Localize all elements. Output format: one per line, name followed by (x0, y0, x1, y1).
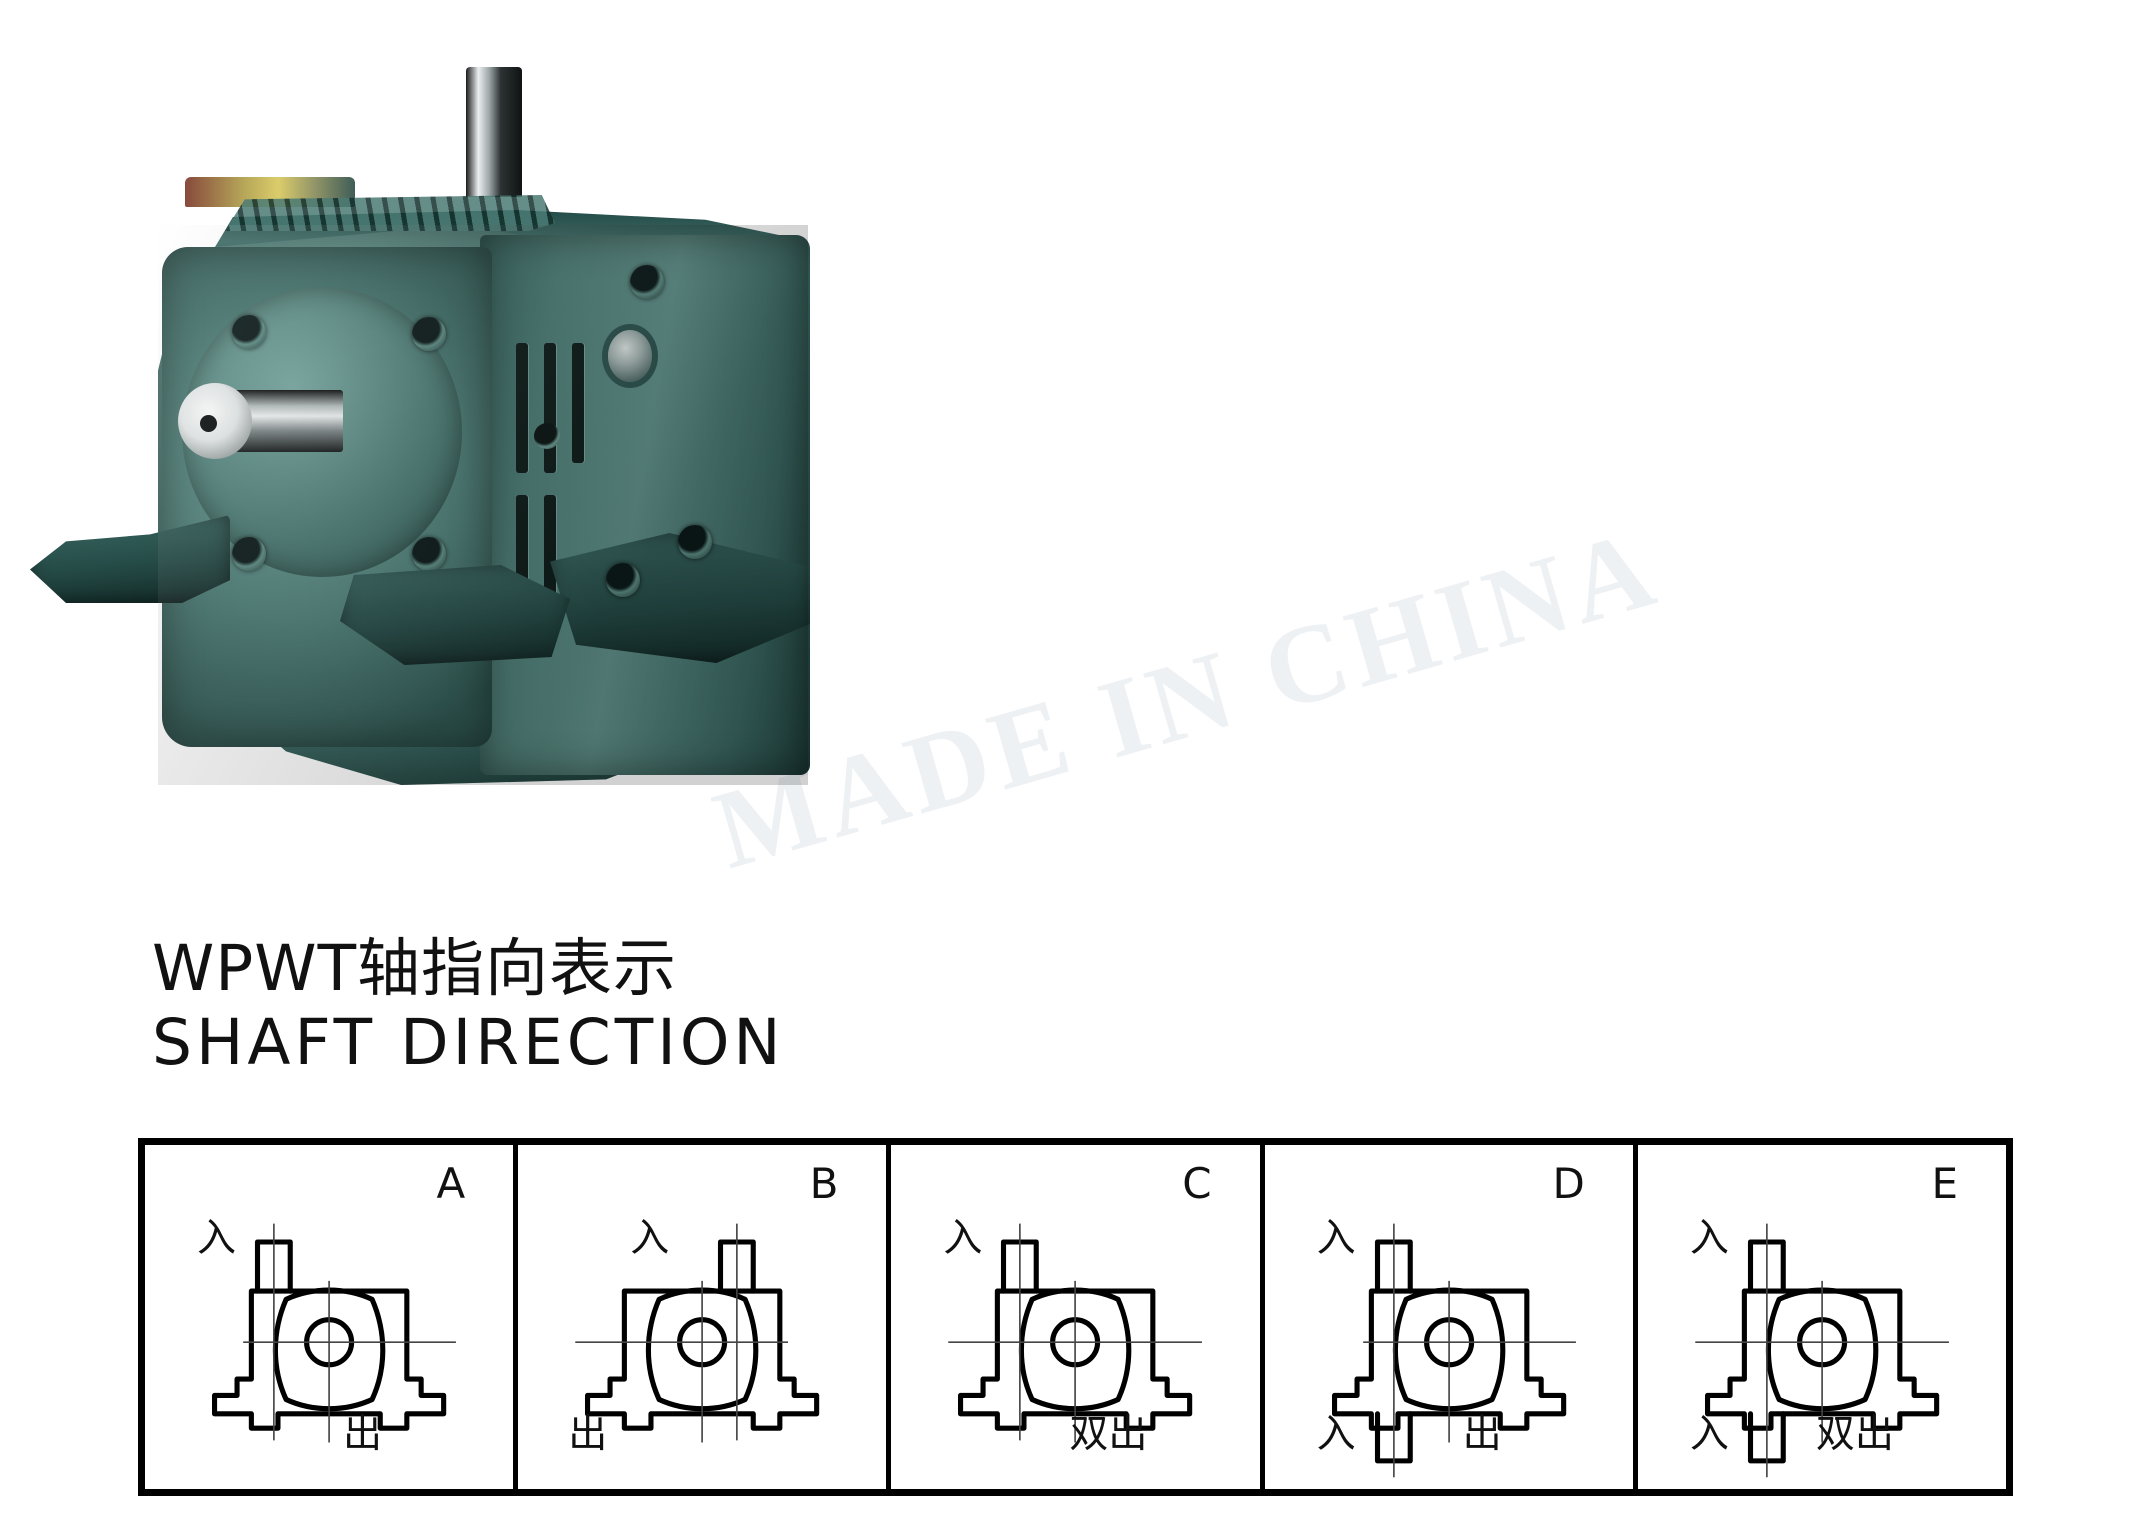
input-label-bottom: 入 (1689, 1412, 1729, 1457)
foot-bolt-icon (606, 563, 640, 597)
flange-bolt-icon (412, 537, 446, 571)
flange-bolt-icon (412, 317, 446, 351)
input-shaft-vertical (466, 67, 522, 197)
shaft-direction-cell-a[interactable]: A 入出 (145, 1145, 519, 1489)
gearbox-side-face (480, 235, 810, 775)
heading-chinese: WPWT轴指向表示 (152, 932, 678, 1005)
oil-sight-port (608, 330, 652, 382)
input-label-top: 入 (1689, 1216, 1729, 1261)
input-label-top: 入 (1316, 1216, 1356, 1261)
gearbox-outline-drawing-c (948, 1223, 1203, 1443)
foot-bolt-icon (678, 525, 712, 559)
output-label: 出 (343, 1412, 383, 1457)
cell-letter-e: E (1931, 1159, 1959, 1208)
housing-slot (544, 343, 556, 473)
output-label: 出 (568, 1412, 608, 1457)
input-label-bottom: 入 (1316, 1412, 1356, 1457)
output-label: 双出 (1069, 1412, 1148, 1457)
section-heading: WPWT轴指向表示 SHAFT DIRECTION (152, 932, 785, 1080)
output-shaft-center-hole (200, 415, 217, 432)
housing-slot (516, 343, 528, 473)
housing-slot (544, 495, 556, 605)
watermark-text: MADE IN CHINA (701, 505, 1673, 893)
input-label-top: 入 (943, 1216, 983, 1261)
shaft-direction-cell-b[interactable]: B 入出 (518, 1145, 892, 1489)
product-photo-panel: MADE IN CHINA (10, 25, 1673, 895)
input-label-top: 入 (630, 1216, 670, 1261)
gearbox-outline-drawing-a (211, 1223, 456, 1443)
gearbox-outline-drawing-b (575, 1223, 820, 1443)
output-label: 双出 (1815, 1412, 1894, 1457)
housing-slot (572, 343, 584, 463)
output-label: 出 (1462, 1412, 1502, 1457)
cell-letter-b: B (809, 1159, 839, 1208)
heading-english: SHAFT DIRECTION (152, 1006, 785, 1080)
cell-letter-d: D (1552, 1159, 1585, 1208)
wpwt-worm-gear-reducer-photo: MADE IN CHINA (10, 25, 1672, 895)
gearbox-outline-drawing-e (1695, 1223, 1949, 1478)
input-label-top: 入 (197, 1216, 237, 1261)
flange-bolt-icon (232, 315, 266, 349)
gearbox-outline-drawing-d (1331, 1223, 1576, 1478)
flange-bolt-icon (232, 537, 266, 571)
cooling-fins (225, 195, 555, 231)
housing-bolt-icon (630, 265, 664, 299)
shaft-direction-cell-c[interactable]: C 入双出 (891, 1145, 1265, 1489)
mounting-foot-left (30, 515, 230, 603)
cell-letter-a: A (436, 1159, 466, 1208)
cell-letter-c: C (1182, 1159, 1212, 1208)
drain-plug-icon (534, 423, 560, 449)
